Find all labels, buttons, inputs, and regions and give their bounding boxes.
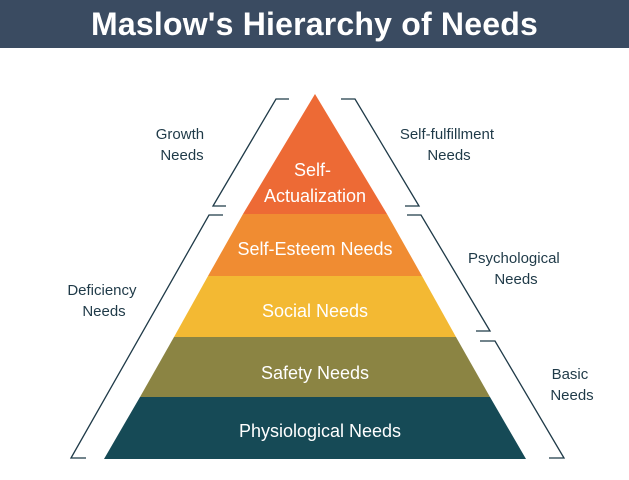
level-self-actualization xyxy=(243,94,387,214)
level-physiological xyxy=(104,397,526,459)
label-growth-needs: Growth Needs xyxy=(156,126,209,164)
level-social xyxy=(174,276,456,337)
label-basic-needs: Basic Needs xyxy=(550,366,593,404)
level-label-social: Social Needs xyxy=(262,301,368,321)
label-deficiency-needs: Deficiency Needs xyxy=(67,282,140,320)
level-label-safety: Safety Needs xyxy=(261,363,369,383)
bracket-self-fulfillment xyxy=(341,98,421,207)
bracket-growth xyxy=(211,98,289,207)
level-safety xyxy=(140,337,490,397)
level-self-esteem xyxy=(208,214,422,276)
title-bar: Maslow's Hierarchy of Needs xyxy=(0,0,629,48)
level-label-self-esteem: Self-Esteem Needs xyxy=(237,239,392,259)
label-psychological-needs: Psychological Needs xyxy=(468,250,564,288)
label-self-fulfillment-needs: Self-fulfillment Needs xyxy=(400,126,498,164)
diagram-title: Maslow's Hierarchy of Needs xyxy=(91,5,538,42)
bracket-psychological xyxy=(407,214,492,332)
bracket-basic xyxy=(480,340,566,459)
level-label-physiological: Physiological Needs xyxy=(239,421,401,441)
bracket-deficiency xyxy=(69,214,223,459)
level-label-self-actualization: Self- Actualization xyxy=(264,160,366,206)
